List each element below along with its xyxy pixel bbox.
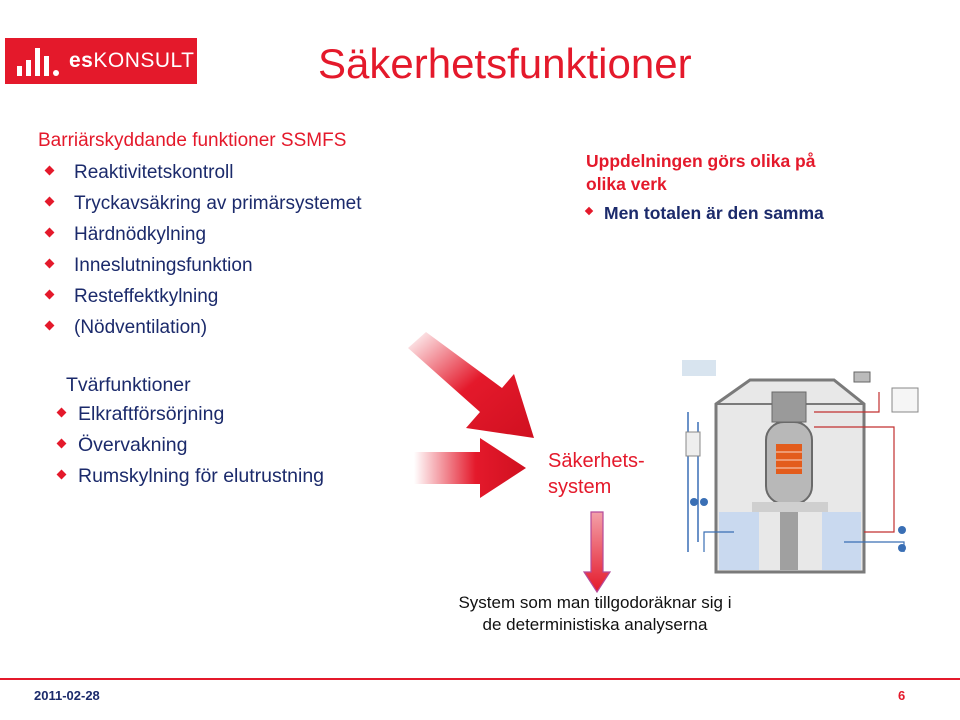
footnote: System som man tillgodoräknar sig i de d… xyxy=(458,593,732,634)
list-item: Men totalen är den samma xyxy=(580,200,824,226)
esk-logo: esKONSULT xyxy=(5,38,197,84)
list-item: Reaktivitetskontroll xyxy=(38,157,362,188)
list-item: Elkraftförsörjning xyxy=(52,399,324,430)
logo-text: esKONSULT xyxy=(69,49,195,72)
arrow-right-icon xyxy=(414,438,526,498)
barrier-heading: Barriärskyddande funktioner SSMFS xyxy=(38,130,347,151)
cross-section: Tvärfunktioner Elkraftförsörjning Överva… xyxy=(56,374,324,492)
diamond-bullet-icon xyxy=(44,320,55,331)
barrier-list: Reaktivitetskontroll Tryckavsäkring av p… xyxy=(38,157,362,343)
list-item: Resteffektkylning xyxy=(38,281,362,312)
diamond-bullet-icon xyxy=(584,206,594,216)
cross-heading: Tvärfunktioner xyxy=(66,374,191,396)
reactor-diagram xyxy=(664,352,930,576)
note-section: Uppdelningen görs olika på olika verk Me… xyxy=(584,150,824,226)
footer-divider xyxy=(0,678,960,680)
arrow-down-icon xyxy=(583,511,611,594)
note-list: Men totalen är den samma xyxy=(580,200,824,226)
diamond-bullet-icon xyxy=(56,469,67,480)
diamond-bullet-icon xyxy=(56,407,67,418)
list-item: Härdnödkylning xyxy=(38,219,362,250)
diamond-bullet-icon xyxy=(44,165,55,176)
list-item: (Nödventilation) xyxy=(38,312,362,343)
arrow-diagonal-icon xyxy=(408,332,534,438)
page-number: 6 xyxy=(898,688,906,703)
diamond-bullet-icon xyxy=(44,196,55,207)
footer-date: 2011-02-28 xyxy=(34,688,100,703)
diamond-bullet-icon xyxy=(44,258,55,269)
es-logo-bars-icon xyxy=(17,48,59,76)
note-heading: Uppdelningen görs olika på olika verk xyxy=(586,151,816,194)
result-label: Säkerhets- system xyxy=(548,450,645,498)
list-item: Övervakning xyxy=(52,430,324,461)
list-item: Rumskylning för elutrustning xyxy=(52,461,324,492)
diamond-bullet-icon xyxy=(44,227,55,238)
barrier-section: Barriärskyddande funktioner SSMFS Reakti… xyxy=(38,130,362,343)
diamond-bullet-icon xyxy=(56,438,67,449)
list-item: Tryckavsäkring av primärsystemet xyxy=(38,188,362,219)
diamond-bullet-icon xyxy=(44,289,55,300)
slide-title: Säkerhetsfunktioner xyxy=(318,40,692,87)
cross-list: Elkraftförsörjning Övervakning Rumskylni… xyxy=(52,399,324,492)
list-item: Inneslutningsfunktion xyxy=(38,250,362,281)
